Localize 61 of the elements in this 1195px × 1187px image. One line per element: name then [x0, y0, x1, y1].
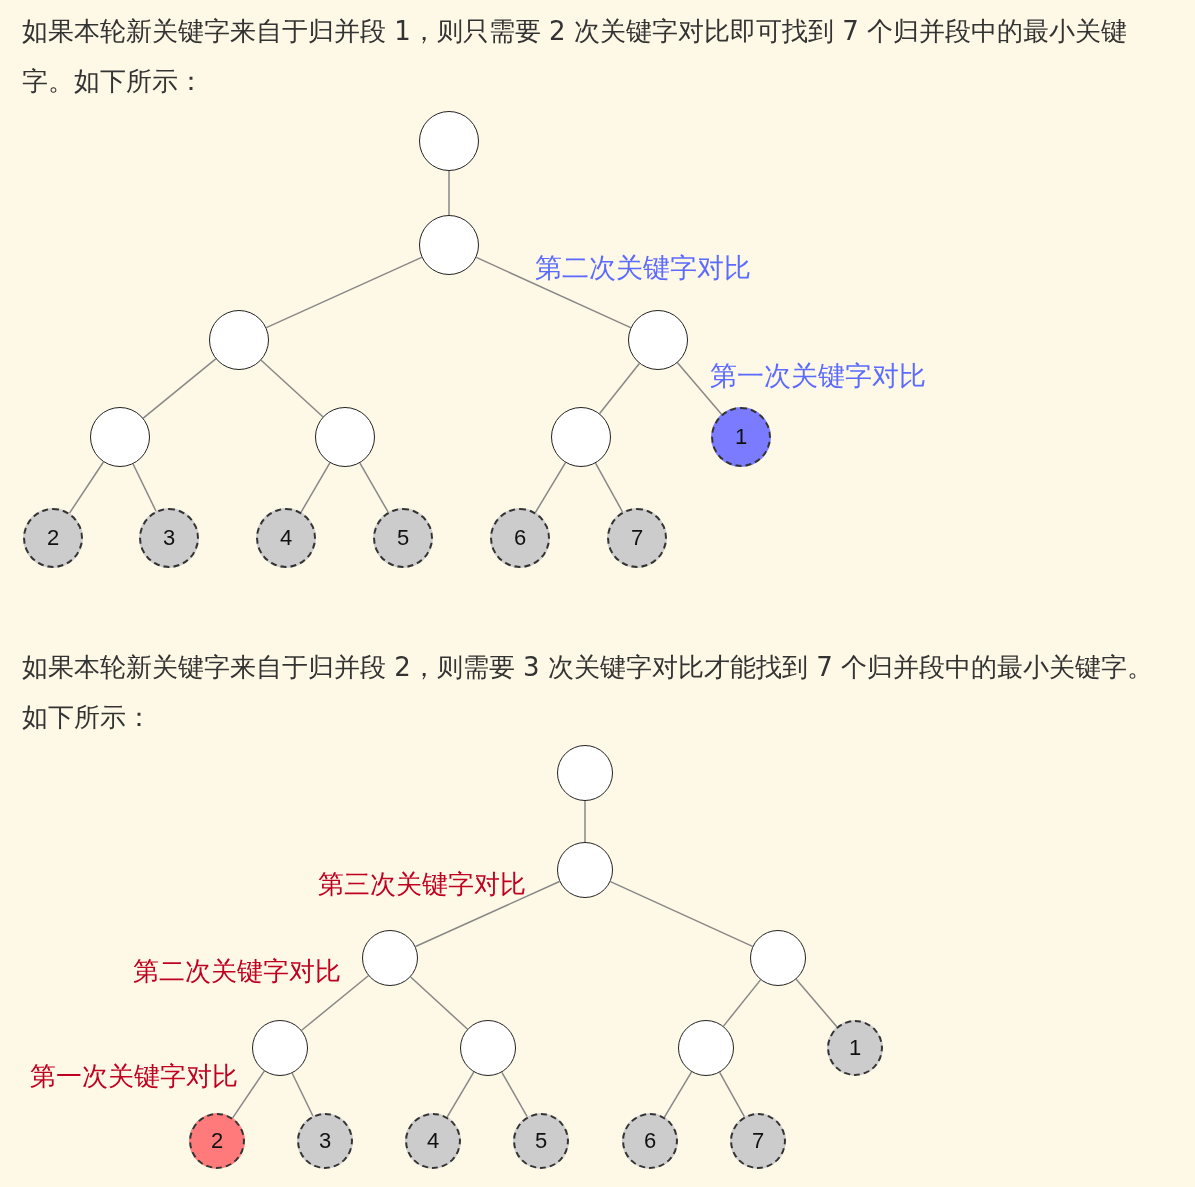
annotation: 第一次关键字对比: [30, 1060, 238, 1093]
connector-line: [676, 362, 723, 415]
connector-line: [300, 975, 370, 1031]
connector-line: [231, 1070, 266, 1119]
connector-line: [598, 362, 641, 415]
annotation: 第三次关键字对比: [318, 868, 526, 901]
connector-line: [584, 800, 586, 843]
connector-line: [594, 462, 624, 513]
connector-line: [132, 463, 157, 512]
numbered-circle: 3: [139, 508, 199, 568]
numbered-circle: 7: [730, 1113, 786, 1169]
connector-line: [359, 462, 389, 513]
connector-line: [409, 976, 469, 1030]
empty-circle: [460, 1020, 516, 1076]
numbered-circle: 1: [827, 1020, 883, 1076]
connector-line: [414, 880, 561, 948]
connector-line: [722, 979, 762, 1027]
empty-circle: [750, 930, 806, 986]
empty-circle: [419, 111, 479, 171]
connector-line: [534, 461, 567, 514]
empty-circle: [362, 930, 418, 986]
numbered-circle: 2: [189, 1113, 245, 1169]
numbered-circle: 1: [711, 407, 771, 467]
numbered-circle: 6: [490, 508, 550, 568]
empty-circle: [557, 842, 613, 898]
connector-line: [718, 1071, 746, 1118]
numbered-circle: 5: [373, 508, 433, 568]
connector-line: [663, 1071, 693, 1118]
connector-line: [300, 462, 331, 513]
connector-line: [291, 1072, 314, 1117]
empty-circle: [419, 215, 479, 275]
annotation: 第一次关键字对比: [710, 359, 926, 393]
connector-line: [448, 170, 450, 216]
empty-circle: [252, 1020, 308, 1076]
connector-line: [142, 358, 217, 419]
connector-line: [475, 256, 632, 329]
annotation: 第二次关键字对比: [535, 251, 751, 285]
numbered-circle: 7: [607, 508, 667, 568]
numbered-circle: 3: [297, 1113, 353, 1169]
connector-line: [260, 359, 324, 418]
empty-circle: [551, 407, 611, 467]
numbered-circle: 5: [513, 1113, 569, 1169]
connector-line: [609, 880, 754, 948]
empty-circle: [678, 1020, 734, 1076]
connector-line: [501, 1071, 528, 1118]
connector-line: [265, 256, 423, 329]
connector-line: [795, 978, 838, 1028]
annotation: 第二次关键字对比: [133, 955, 341, 988]
connector-line: [68, 461, 105, 514]
empty-circle: [557, 745, 613, 801]
numbered-circle: 4: [256, 508, 316, 568]
empty-circle: [315, 407, 375, 467]
paragraph: 如果本轮新关键字来自于归并段 1，则只需要 2 次关键字对比即可找到 7 个归并段中的最小关键字。如下所示：: [22, 15, 1128, 98]
connector-line: [446, 1071, 475, 1118]
numbered-circle: 6: [622, 1113, 678, 1169]
empty-circle: [628, 310, 688, 370]
empty-circle: [209, 310, 269, 370]
empty-circle: [90, 407, 150, 467]
numbered-circle: 4: [405, 1113, 461, 1169]
numbered-circle: 2: [23, 508, 83, 568]
paragraph: 如果本轮新关键字来自于归并段 2，则需要 3 次关键字对比才能找到 7 个归并段中的最小关键字。如下所示：: [22, 651, 1154, 734]
